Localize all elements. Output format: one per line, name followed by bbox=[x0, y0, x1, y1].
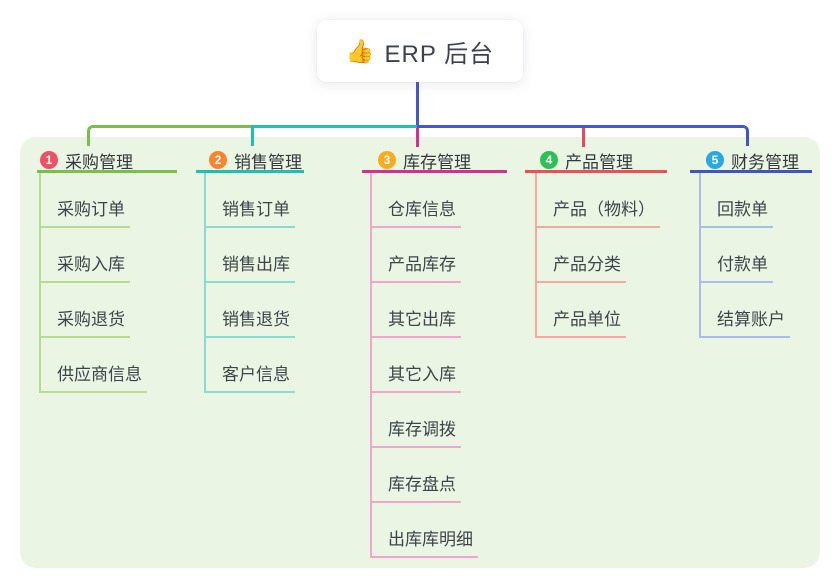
branch-label: 销售管理 bbox=[234, 152, 302, 172]
branch-children: 销售订单 销售出库 销售退货 客户信息 bbox=[204, 173, 304, 393]
child-node[interactable]: 销售订单 bbox=[204, 173, 295, 228]
child-node[interactable]: 采购入库 bbox=[39, 228, 130, 283]
connector-mid-teal bbox=[251, 125, 417, 128]
child-node[interactable]: 其它出库 bbox=[370, 283, 461, 338]
child-node[interactable]: 采购退货 bbox=[39, 283, 130, 338]
branch-child-connector bbox=[204, 173, 206, 393]
branch-inventory: 3 库存管理 仓库信息 产品库存 其它出库 其它入库 库存调拨 库存盘点 出库库… bbox=[362, 150, 507, 558]
child-node[interactable]: 其它入库 bbox=[370, 338, 461, 393]
connector-right-blue bbox=[417, 125, 749, 146]
branch-product: 4 产品管理 产品（物料） 产品分类 产品单位 bbox=[525, 150, 667, 338]
branch-label: 采购管理 bbox=[65, 152, 133, 172]
branch-children: 产品（物料） 产品分类 产品单位 bbox=[535, 173, 667, 338]
branch-label: 财务管理 bbox=[731, 152, 799, 172]
branch-node-sales[interactable]: 2 销售管理 bbox=[196, 150, 304, 173]
child-node[interactable]: 产品库存 bbox=[370, 228, 461, 283]
connector-left-green bbox=[87, 125, 252, 146]
child-node[interactable]: 销售退货 bbox=[204, 283, 295, 338]
branch-node-inventory[interactable]: 3 库存管理 bbox=[362, 150, 507, 173]
branch-children: 采购订单 采购入库 采购退货 供应商信息 bbox=[39, 173, 177, 393]
child-node[interactable]: 产品（物料） bbox=[535, 173, 660, 228]
branch-node-finance[interactable]: 5 财务管理 bbox=[690, 150, 812, 173]
child-node[interactable]: 销售出库 bbox=[204, 228, 295, 283]
child-node[interactable]: 仓库信息 bbox=[370, 173, 461, 228]
branch-number-badge: 1 bbox=[40, 151, 58, 169]
child-node[interactable]: 库存调拨 bbox=[370, 393, 461, 448]
thumbs-up-icon: 👍 bbox=[345, 37, 375, 64]
branch-child-connector bbox=[699, 173, 701, 338]
branch-number-badge: 4 bbox=[540, 151, 558, 169]
branch-child-connector bbox=[535, 173, 537, 338]
connector-drop-product bbox=[582, 128, 585, 147]
child-node[interactable]: 产品单位 bbox=[535, 283, 626, 338]
branch-label: 库存管理 bbox=[403, 152, 471, 172]
branch-label: 产品管理 bbox=[565, 152, 633, 172]
branch-node-product[interactable]: 4 产品管理 bbox=[525, 150, 667, 173]
branch-sales: 2 销售管理 销售订单 销售出库 销售退货 客户信息 bbox=[196, 150, 304, 393]
branch-node-purchase[interactable]: 1 采购管理 bbox=[37, 150, 177, 173]
branches-panel bbox=[20, 137, 820, 568]
child-node[interactable]: 采购订单 bbox=[39, 173, 130, 228]
root-node[interactable]: 👍 ERP 后台 bbox=[317, 20, 523, 82]
branch-number-badge: 3 bbox=[378, 151, 396, 169]
branch-children: 仓库信息 产品库存 其它出库 其它入库 库存调拨 库存盘点 出库库明细 bbox=[370, 173, 507, 558]
child-node[interactable]: 回款单 bbox=[699, 173, 773, 228]
child-node[interactable]: 付款单 bbox=[699, 228, 773, 283]
child-node[interactable]: 结算账户 bbox=[699, 283, 790, 338]
root-label: ERP 后台 bbox=[384, 40, 495, 68]
connector-root-vertical bbox=[416, 82, 419, 126]
child-node[interactable]: 库存盘点 bbox=[370, 448, 461, 503]
branch-number-badge: 2 bbox=[209, 151, 227, 169]
child-node[interactable]: 客户信息 bbox=[204, 338, 295, 393]
connector-drop-sales bbox=[251, 125, 254, 146]
child-node[interactable]: 产品分类 bbox=[535, 228, 626, 283]
branch-finance: 5 财务管理 回款单 付款单 结算账户 bbox=[690, 150, 812, 338]
branch-children: 回款单 付款单 结算账户 bbox=[699, 173, 812, 338]
connector-drop-inventory bbox=[416, 128, 419, 147]
branch-number-badge: 5 bbox=[706, 151, 724, 169]
branch-child-connector bbox=[370, 173, 372, 558]
branch-purchase: 1 采购管理 采购订单 采购入库 采购退货 供应商信息 bbox=[37, 150, 177, 393]
child-node[interactable]: 出库库明细 bbox=[370, 503, 478, 558]
branch-child-connector bbox=[39, 173, 41, 393]
child-node[interactable]: 供应商信息 bbox=[39, 338, 147, 393]
